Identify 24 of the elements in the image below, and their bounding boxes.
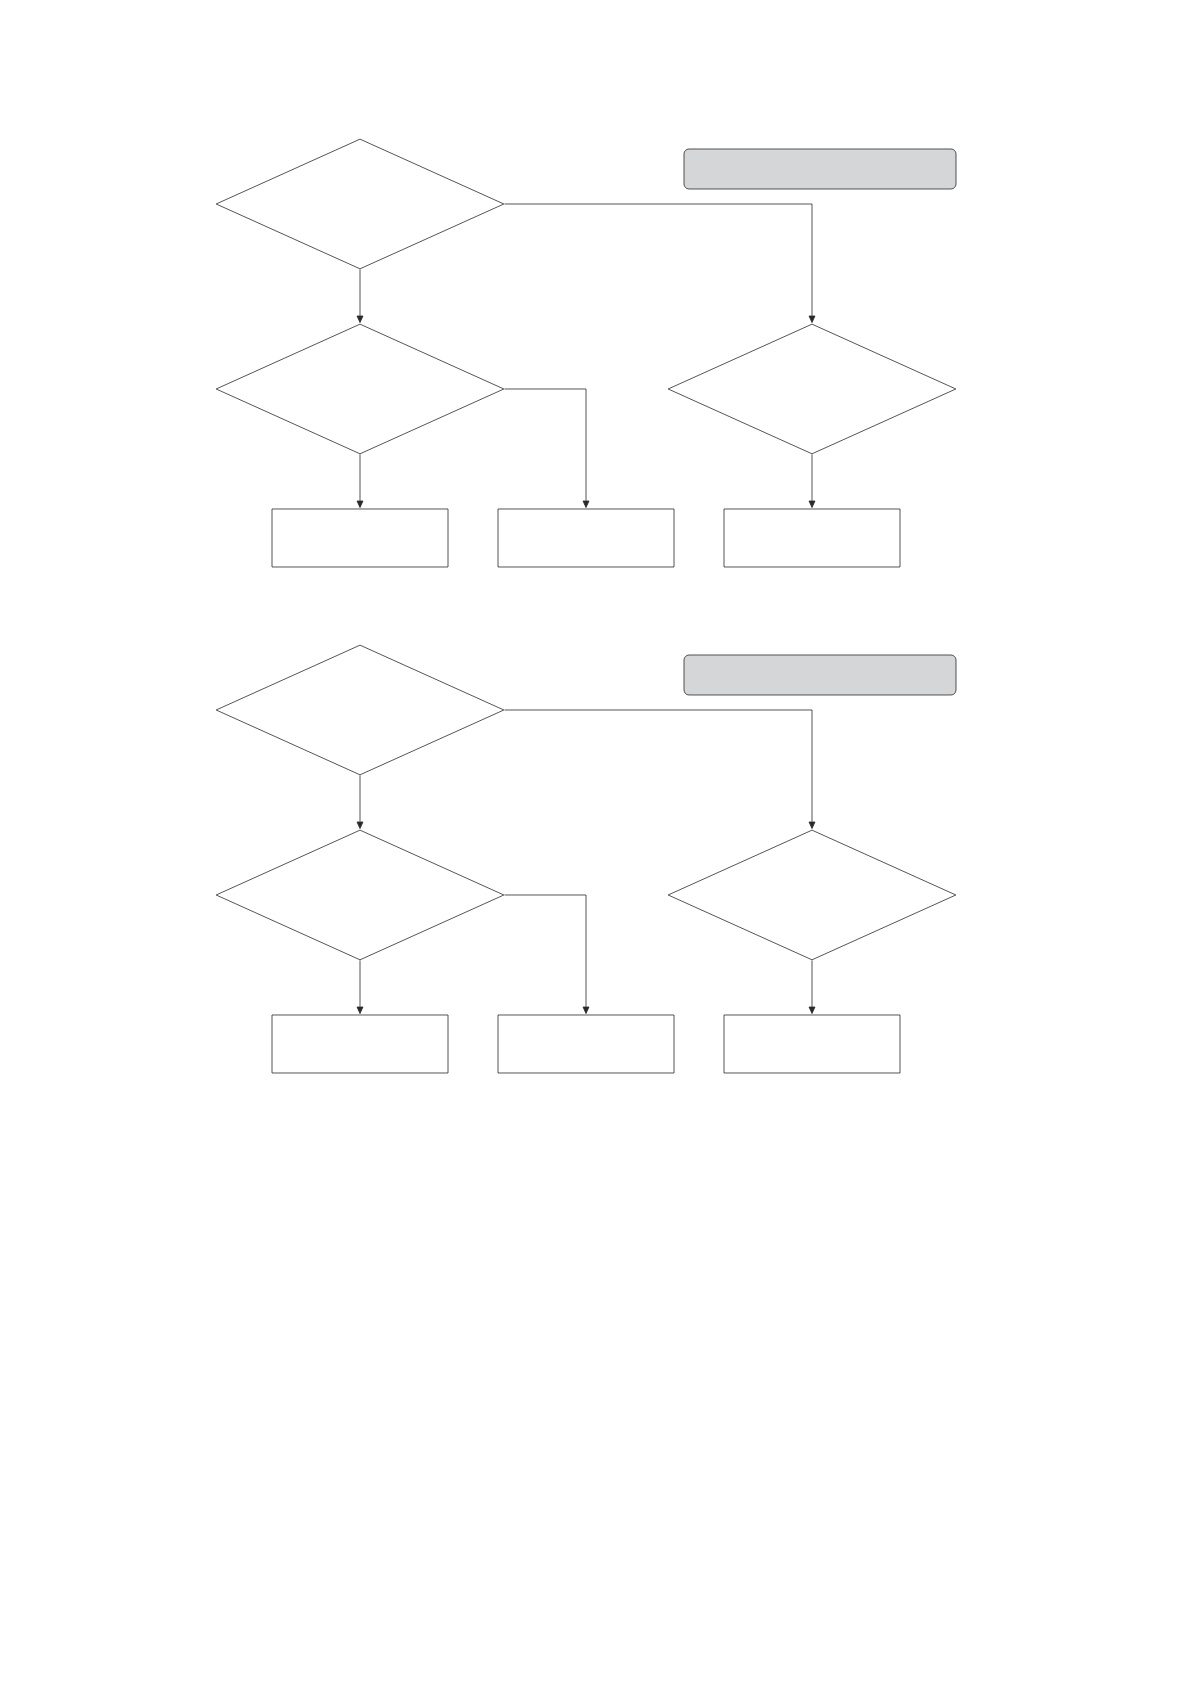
arrow [356,960,364,1014]
decision-diamond [667,829,957,961]
process-box [723,508,901,568]
banner-box [683,148,957,190]
process-box [497,1014,675,1074]
process-box [497,508,675,568]
arrow [504,709,816,829]
process-box [271,1014,449,1074]
arrow [356,269,364,323]
process-box [271,508,449,568]
arrow [504,894,590,1014]
arrow [504,203,816,323]
arrow [356,454,364,508]
process-box [723,1014,901,1074]
arrow [808,454,816,508]
decision-diamond [215,323,505,455]
banner-box [683,654,957,696]
arrow [808,960,816,1014]
decision-diamond [667,323,957,455]
decision-diamond [215,829,505,961]
decision-diamond [215,644,505,776]
arrow [356,775,364,829]
arrow [504,388,590,508]
decision-diamond [215,138,505,270]
